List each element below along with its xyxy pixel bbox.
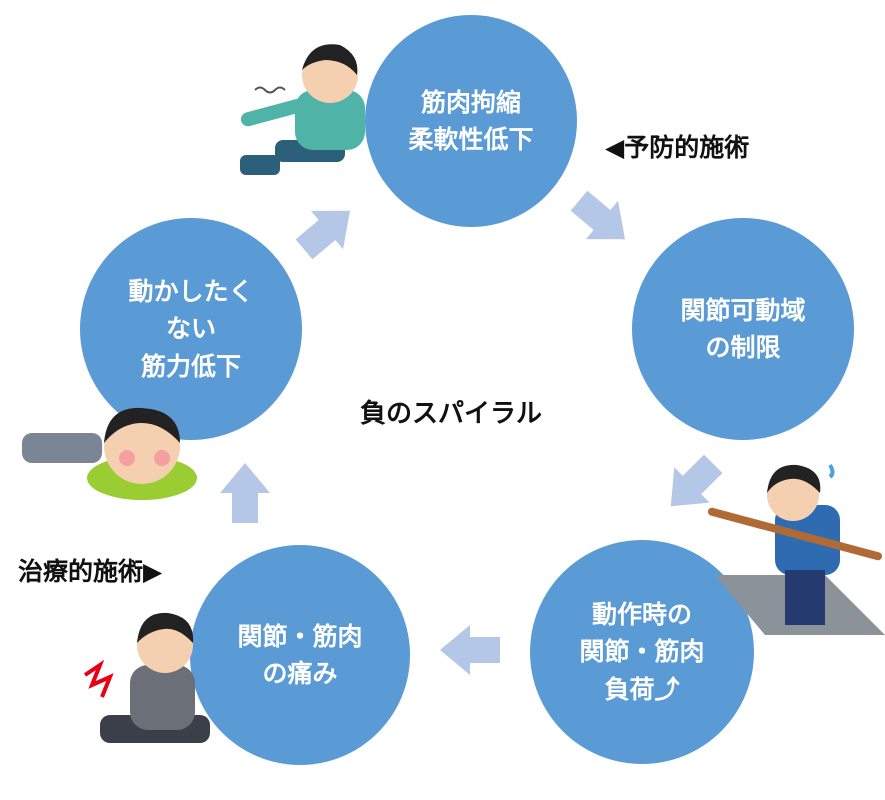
arrow-up <box>220 463 270 523</box>
circle-weakness: 動かしたく ない 筋力低下 <box>80 218 302 440</box>
stairs-struggling-person-illustration <box>707 463 885 635</box>
circle-range-of-motion: 関節可動域 の制限 <box>632 218 854 440</box>
circle-text: 関節可動域 <box>680 295 806 325</box>
circle-text: の痛み <box>262 659 338 688</box>
arrow-down-left <box>670 454 723 507</box>
knee-pain-person-illustration <box>83 612 210 743</box>
circle-joint-pain: 関節・筋肉 の痛み <box>190 545 410 765</box>
circle-joint-load: 動作時の 関節・筋肉 負荷⤴ <box>530 540 754 764</box>
circle-text: の制限 <box>705 333 781 362</box>
circle-text: 関節・筋肉 <box>237 621 363 651</box>
arrow-left <box>440 625 500 675</box>
diagram-title: 負のスパイラル <box>360 399 543 429</box>
circle-text: 筋力低下 <box>140 351 241 381</box>
therapeutic-label: 治療的施術▶ <box>18 557 163 586</box>
arrow-down-right <box>570 190 625 240</box>
circle-text: 動かしたく <box>128 277 254 307</box>
lying-tired-person-illustration <box>22 407 197 500</box>
circle-text: ない <box>165 314 216 344</box>
arrow-up-right <box>295 210 350 260</box>
circle-muscle-contracture: 筋肉拘縮 柔軟性低下 <box>365 15 577 227</box>
preventive-label: ◀予防的施術 <box>605 133 750 162</box>
stiff-stretching-person-illustration <box>240 44 365 175</box>
circle-text: 筋肉拘縮 <box>420 87 521 117</box>
circle-text: 柔軟性低下 <box>408 125 534 154</box>
circle-text: 負荷⤴ <box>604 674 680 704</box>
circle-text: 動作時の <box>591 600 692 630</box>
circle-text: 関節・筋肉 <box>579 637 705 667</box>
